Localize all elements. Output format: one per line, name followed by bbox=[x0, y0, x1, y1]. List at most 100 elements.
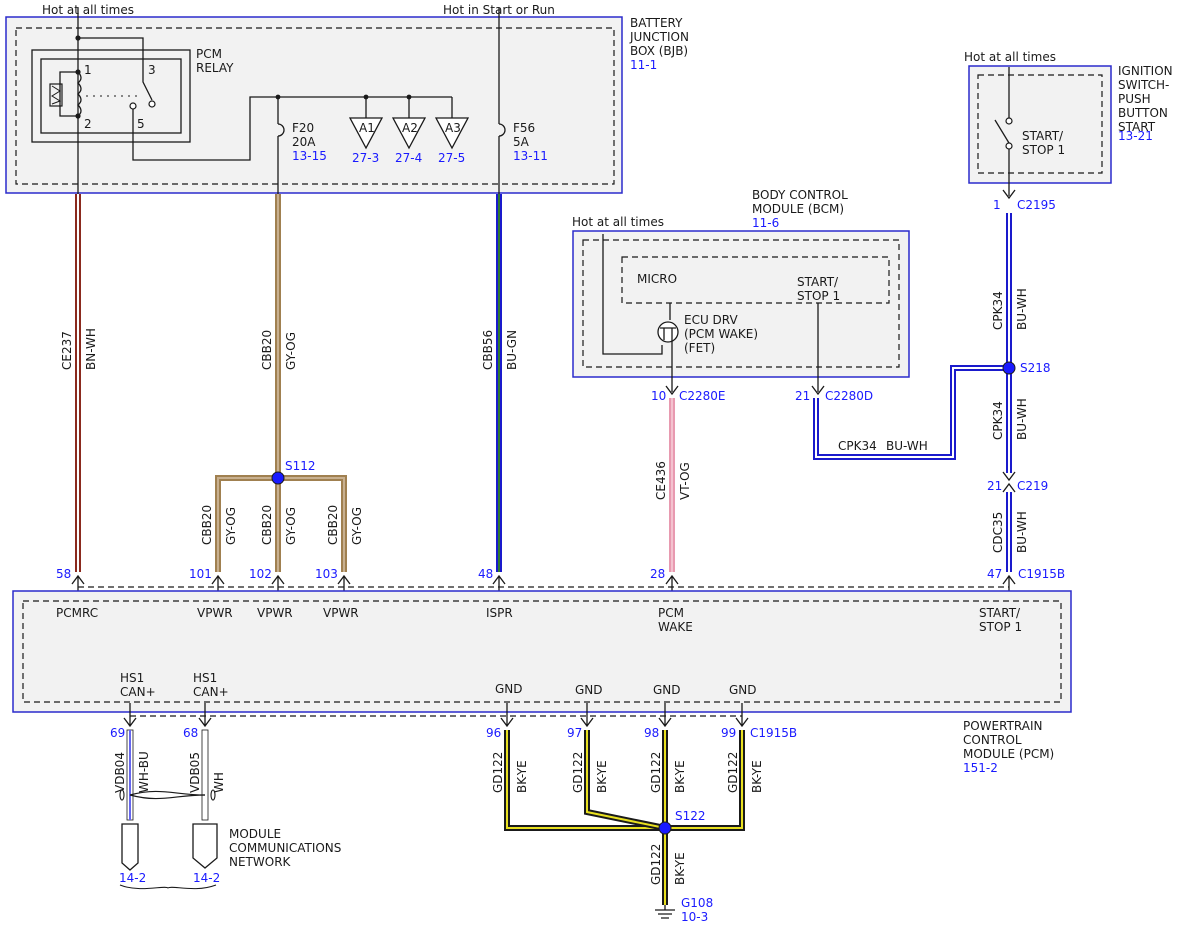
network-ref-left[interactable]: 14-2 bbox=[119, 871, 146, 885]
wire-gd122-96-circuit: GD122 bbox=[491, 752, 505, 793]
wire-ce436 bbox=[669, 398, 675, 572]
ignition-connector[interactable]: C2195 bbox=[1017, 198, 1056, 212]
pcm-pin-98: 98 bbox=[644, 726, 659, 740]
wire-cpk34-horizontal-circuit: CPK34 bbox=[838, 439, 877, 453]
ignition-inner-dashed-box bbox=[977, 74, 1103, 174]
pcm-label-hs1-68: HS1 bbox=[193, 671, 217, 685]
wire-gd122-98-color: BK-YE bbox=[673, 760, 687, 793]
wire-cpk34-top-color: BU-WH bbox=[1015, 288, 1029, 330]
bcm-pin10-arrow-icon bbox=[665, 385, 679, 396]
wire-cpk34-horizontal bbox=[813, 365, 1009, 460]
network-name-2: COMMUNICATIONS bbox=[229, 841, 341, 855]
connector-a3-ref[interactable]: 27-5 bbox=[438, 151, 465, 165]
pcm-label-can-69: CAN+ bbox=[120, 685, 156, 699]
wire-cbb20-circuit: CBB20 bbox=[260, 330, 274, 370]
wire-cbb20-b3-circuit: CBB20 bbox=[326, 505, 340, 545]
bjb-ref[interactable]: 11-1 bbox=[630, 58, 657, 72]
wire-cpk34-mid-circuit: CPK34 bbox=[991, 401, 1005, 440]
pcm-pin-58: 58 bbox=[56, 567, 71, 581]
ignition-switch-block: Hot at all times IGNITION SWITCH- PUSH B… bbox=[964, 50, 1173, 212]
bcm-micro-dashed-box bbox=[621, 256, 890, 304]
fuse-f20-icon bbox=[277, 97, 285, 196]
fuse-f56-icon bbox=[498, 8, 506, 196]
pcm-pin-69: 69 bbox=[110, 726, 125, 740]
bcm-name-2: MODULE (BCM) bbox=[752, 202, 844, 216]
pcm-pin-103: 103 bbox=[315, 567, 338, 581]
bcm-block: BODY CONTROL MODULE (BCM) 11-6 Hot at al… bbox=[572, 188, 910, 403]
bcm-pin21-connector[interactable]: C2280D bbox=[825, 389, 873, 403]
ground-ref[interactable]: 10-3 bbox=[681, 910, 708, 924]
pcm-ref[interactable]: 151-2 bbox=[963, 761, 998, 775]
wire-gd122-99-color: BK-YE bbox=[750, 760, 764, 793]
wire-gd122-99-circuit: GD122 bbox=[726, 752, 740, 793]
wire-vdb04-color: WH-BU bbox=[137, 751, 151, 793]
relay-pin-3: 3 bbox=[148, 63, 156, 77]
fuse-f20-name: F20 bbox=[292, 121, 314, 135]
ignition-pin-number: 1 bbox=[993, 198, 1001, 212]
network-ref-right[interactable]: 14-2 bbox=[193, 871, 220, 885]
ground-icon bbox=[655, 905, 675, 919]
connector-a2-ref[interactable]: 27-4 bbox=[395, 151, 422, 165]
ignition-start-stop-1: START/ bbox=[1022, 129, 1064, 143]
splice-s218-label[interactable]: S218 bbox=[1020, 361, 1051, 375]
wire-ce237-color: BN-WH bbox=[84, 328, 98, 370]
ignition-hot-label: Hot at all times bbox=[964, 50, 1056, 64]
wire-cdc35-color: BU-WH bbox=[1015, 511, 1029, 553]
c219-connector[interactable]: C219 bbox=[1017, 479, 1048, 493]
pcm-label-gnd-98: GND bbox=[653, 683, 681, 697]
pcm-top-connector[interactable]: C1915B bbox=[1018, 567, 1065, 581]
pcm-label-can-68: CAN+ bbox=[193, 685, 229, 699]
wire-cbb56 bbox=[496, 194, 502, 572]
bcm-micro-label: MICRO bbox=[637, 272, 677, 286]
ignition-name-3: PUSH bbox=[1118, 92, 1151, 106]
hot-in-start-or-run-label: Hot in Start or Run bbox=[443, 3, 555, 17]
hot-at-all-times-label: Hot at all times bbox=[42, 3, 134, 17]
wire-cdc35-circuit: CDC35 bbox=[991, 512, 1005, 553]
c219-arrow-icon bbox=[1002, 471, 1016, 482]
pcm-pin-68: 68 bbox=[183, 726, 198, 740]
connector-triangles-icon bbox=[348, 97, 470, 150]
connector-a1-ref[interactable]: 27-3 bbox=[352, 151, 379, 165]
pcm-relay-label-1: PCM bbox=[196, 47, 222, 61]
ignition-name-5: START bbox=[1118, 120, 1156, 134]
pcm-label-vpwr-103: VPWR bbox=[323, 606, 359, 620]
pcm-bottom-connector[interactable]: C1915B bbox=[750, 726, 797, 740]
bjb-inner-dashed-box bbox=[15, 27, 615, 185]
bcm-ref[interactable]: 11-6 bbox=[752, 216, 779, 230]
wire-cpk34-horizontal-color: BU-WH bbox=[886, 439, 928, 453]
connector-a3-label: A3 bbox=[445, 121, 461, 135]
wire-vdb04-circuit: VDB04 bbox=[113, 752, 127, 793]
fuse-f56-ref[interactable]: 13-11 bbox=[513, 149, 548, 163]
wire-cbb20-color: GY-OG bbox=[284, 332, 298, 370]
wire-gd122-97-color: BK-YE bbox=[595, 760, 609, 793]
bcm-start-stop-1: START/ bbox=[797, 275, 839, 289]
wire-vdb05-circuit: VDB05 bbox=[188, 752, 202, 793]
ground-name[interactable]: G108 bbox=[681, 896, 713, 910]
pcm-label-stop: STOP 1 bbox=[979, 620, 1022, 634]
pcm-bottom-pin-arrows bbox=[123, 703, 749, 728]
wire-ce237 bbox=[75, 194, 81, 572]
bjb-name-2: JUNCTION bbox=[629, 30, 689, 44]
bjb-name-1: BATTERY bbox=[630, 16, 683, 30]
c219-pin: 21 bbox=[987, 479, 1002, 493]
pcm-pin-101: 101 bbox=[189, 567, 212, 581]
pcm-label-hs1-69: HS1 bbox=[120, 671, 144, 685]
pcm-outer-box bbox=[12, 590, 1072, 713]
relay-switch-icon bbox=[75, 35, 452, 161]
pcm-label-gnd-97: GND bbox=[575, 683, 603, 697]
splice-s112-label[interactable]: S112 bbox=[285, 459, 316, 473]
splice-s122-label[interactable]: S122 bbox=[675, 809, 706, 823]
bcm-hot-label: Hot at all times bbox=[572, 215, 664, 229]
fuse-f20-ref[interactable]: 13-15 bbox=[292, 149, 327, 163]
ecu-drv-label-3: (FET) bbox=[684, 341, 715, 355]
bcm-hot-feed-line bbox=[602, 234, 663, 355]
wire-vdb05-color: WH bbox=[212, 772, 226, 793]
bcm-name-1: BODY CONTROL bbox=[752, 188, 848, 202]
bcm-pin10-connector[interactable]: C2280E bbox=[679, 389, 726, 403]
wire-cdc35 bbox=[1006, 492, 1012, 572]
connector-a1-label: A1 bbox=[359, 121, 375, 135]
pcm-label-pcmrc: PCMRC bbox=[56, 606, 98, 620]
ignition-ref[interactable]: 13-21 bbox=[1118, 129, 1153, 143]
bjb-outer-box bbox=[5, 16, 623, 194]
pcm-label-vpwr-102: VPWR bbox=[257, 606, 293, 620]
